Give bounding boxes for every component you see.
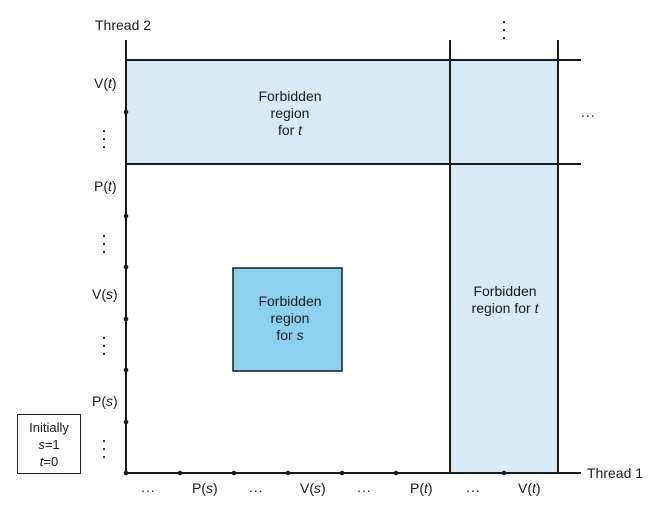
x-axis-tick-dots: [177, 470, 507, 476]
svg-text:Forbidden: Forbidden: [258, 88, 321, 104]
svg-text:Forbidden: Forbidden: [258, 293, 321, 309]
svg-text:region: region: [271, 105, 310, 121]
x-tick-p-s: P(s): [192, 480, 218, 496]
y-tick-v-s: V(s): [92, 286, 118, 302]
initial-state-box: Initially s=1 t=0: [17, 414, 81, 474]
initial-state-t: t=0: [39, 454, 59, 469]
initial-state-s: s=1: [38, 437, 60, 452]
x-tick-ellipsis-1: ...: [141, 479, 156, 495]
y-axis-label: Thread 2: [95, 17, 151, 33]
x-tick-ellipsis-3: ...: [357, 479, 372, 495]
y-ellipsis-3: [102, 336, 106, 356]
svg-text:for s: for s: [276, 327, 303, 343]
forbidden-region-t-vertical: [450, 164, 558, 473]
region-label-right: Forbidden region for t: [472, 283, 540, 316]
svg-text:Forbidden: Forbidden: [473, 283, 536, 299]
forbidden-region-s: [232, 267, 343, 372]
initial-state-title: Initially: [29, 420, 69, 435]
y-ellipsis-4: [102, 439, 106, 459]
y-axis-tick-dots: [123, 109, 129, 476]
forbidden-region-t-horizontal: [126, 60, 558, 164]
y-tick-p-t: P(t): [94, 178, 117, 194]
svg-text:for t: for t: [278, 122, 303, 138]
region-label-top: Forbidden region for t: [258, 88, 321, 138]
svg-text:region: region: [271, 310, 310, 326]
top-ellipsis: [502, 20, 506, 40]
region-label-middle: Forbidden region for s: [258, 293, 321, 343]
y-tick-v-t: V(t): [94, 75, 117, 91]
x-tick-v-t: V(t): [518, 480, 541, 496]
svg-text:region for t: region for t: [472, 300, 540, 316]
x-axis-label: Thread 1: [587, 465, 643, 481]
y-ellipsis-1: [102, 129, 106, 149]
x-tick-p-t: P(t): [410, 480, 433, 496]
y-ellipsis-2: [102, 234, 106, 254]
x-tick-ellipsis-4: ...: [466, 479, 481, 495]
x-tick-ellipsis-2: ...: [249, 479, 264, 495]
x-tick-v-s: V(s): [300, 480, 326, 496]
right-ellipsis: ...: [581, 104, 596, 120]
y-tick-p-s: P(s): [92, 393, 118, 409]
